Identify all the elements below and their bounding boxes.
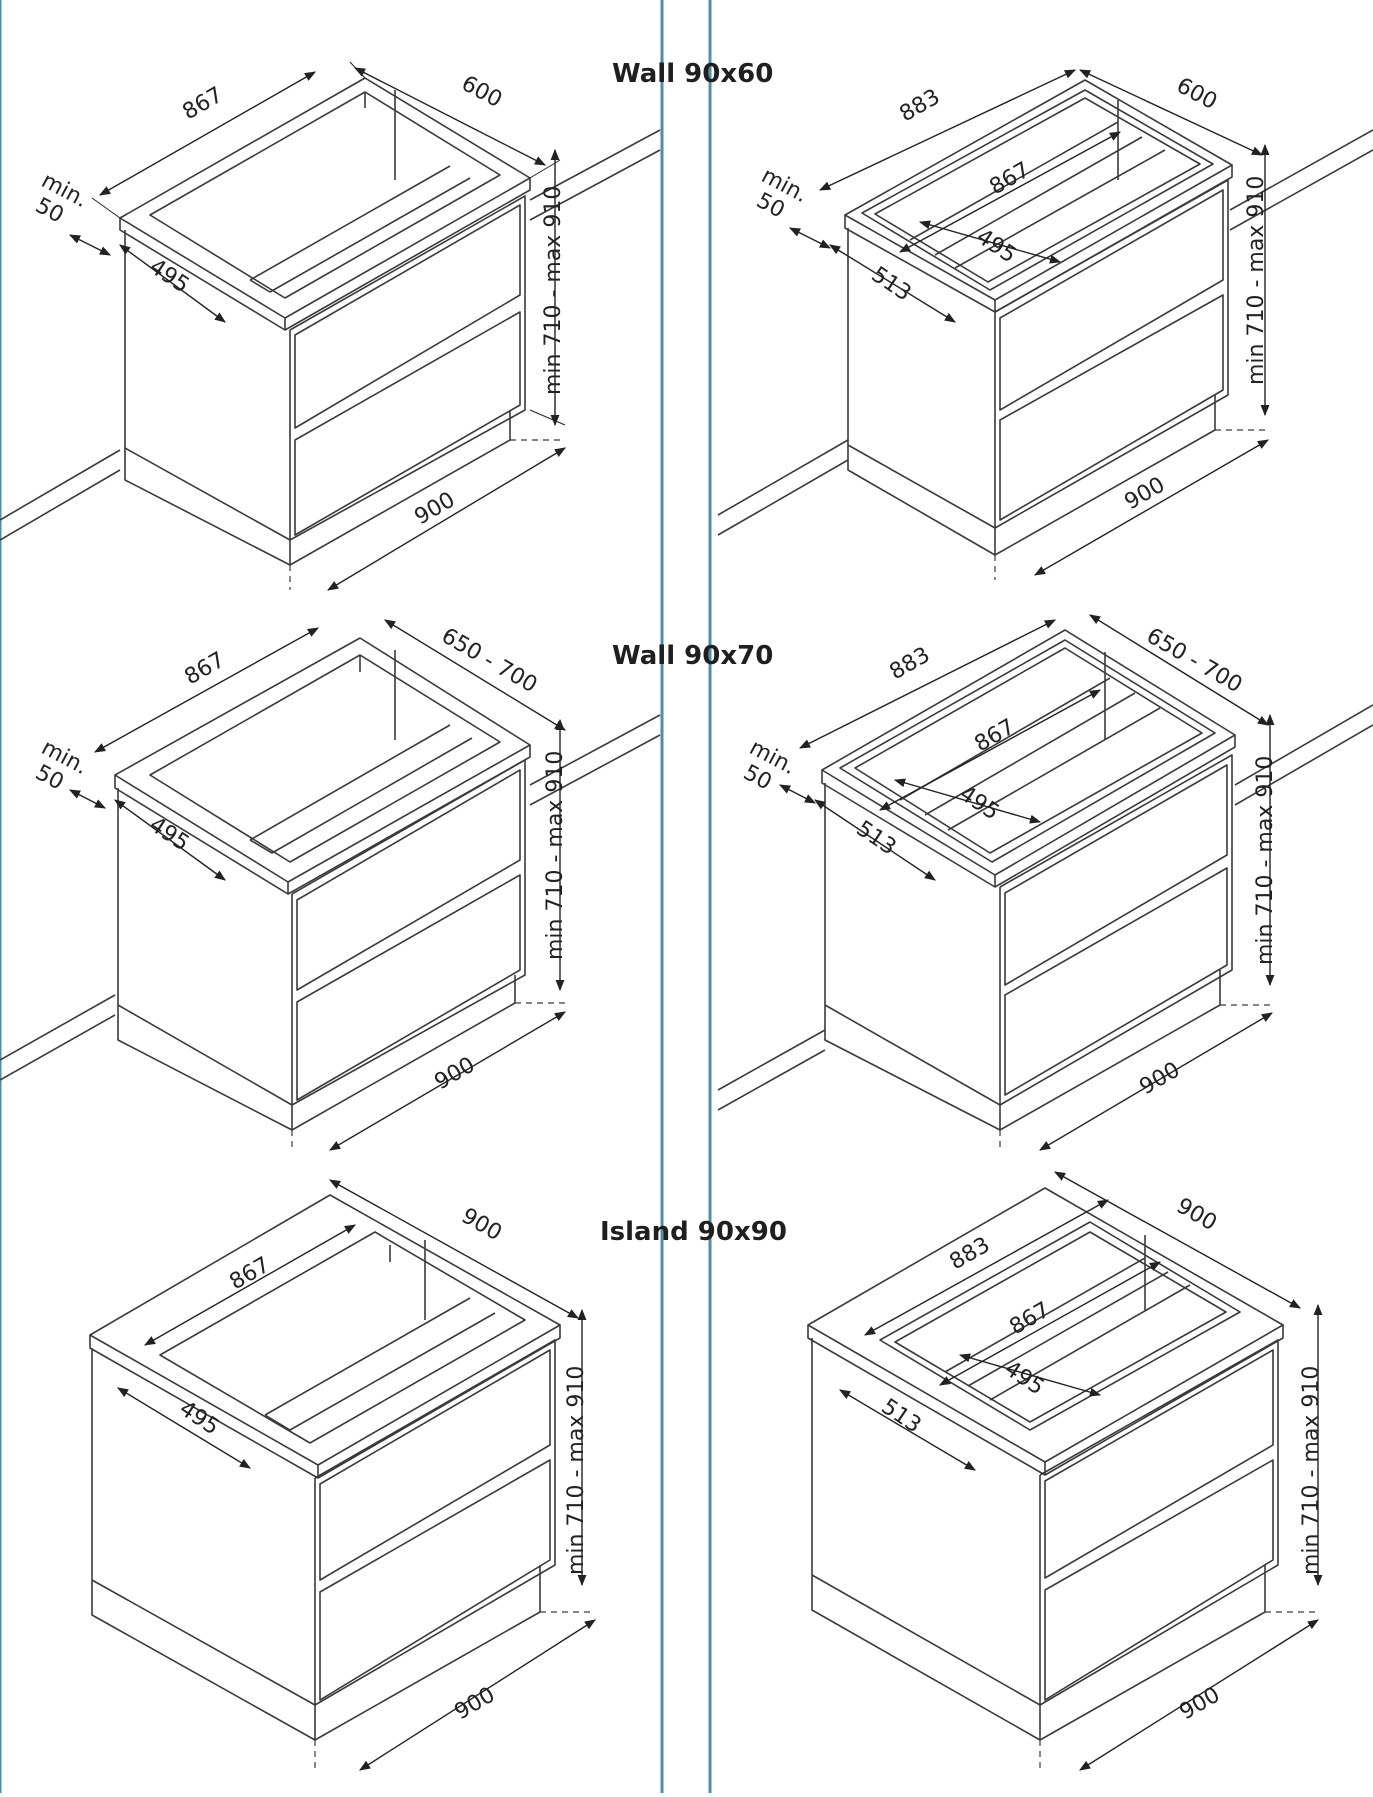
dim-a-depth: 600	[457, 71, 506, 113]
dim-b-width: 883	[896, 85, 945, 128]
dim-d-cut: 495	[955, 781, 1004, 825]
dim-a-height: min 710 - max 910	[541, 186, 566, 395]
dim-b-height: min 710 - max 910	[1244, 176, 1269, 385]
dim-e-width: 867	[226, 1253, 275, 1296]
heading-wall-90x70: Wall 90x70	[612, 641, 773, 671]
dim-b-side: 513	[867, 262, 916, 306]
cabinet-wall-70-left: 867 650 - 700 min. 50 495 min 710 - max …	[0, 619, 661, 1151]
heading-island-90x90: Island 90x90	[600, 1217, 787, 1247]
dim-d-height: min 710 - max 910	[1253, 756, 1278, 965]
dim-f-depth: 900	[1172, 1194, 1221, 1237]
cabinet-island-90-left: 900 867 495 min 710 - max 910 900	[89, 1179, 596, 1771]
dim-d-base: 900	[1136, 1058, 1185, 1101]
dim-f-width: 883	[946, 1233, 995, 1276]
dim-b-cut: 495	[972, 224, 1021, 268]
dim-c-height: min 710 - max 910	[543, 751, 568, 960]
dim-f-base: 900	[1176, 1683, 1225, 1726]
cabinet-wall-60-left: 867 600 min. 50 495 min 710 - max 910 90…	[0, 61, 661, 591]
dim-a-cut: 495	[145, 254, 194, 298]
cabinet-island-90-right: 900 883 867 495 513 min 710 - max 910 90…	[807, 1171, 1324, 1771]
cabinet-wall-70-right: 883 650 - 700 min. 50 867 495 513 min 71…	[717, 614, 1373, 1151]
dim-a-base: 900	[411, 488, 460, 531]
dim-a-width: 867	[179, 83, 228, 126]
dim-d-inner: 867	[971, 715, 1020, 758]
dim-e-cut: 495	[175, 1396, 224, 1440]
dim-c-base: 900	[431, 1053, 480, 1096]
dim-e-height: min 710 - max 910	[564, 1366, 589, 1575]
cabinet-wall-60-right: 883 600 min. 50 867 495 513 min 710 - ma…	[717, 69, 1373, 580]
dim-b-depth: 600	[1172, 73, 1221, 115]
dim-f-height: min 710 - max 910	[1299, 1366, 1324, 1575]
dim-d-width: 883	[886, 643, 935, 686]
dim-c-width: 867	[181, 648, 230, 691]
dim-d-side: 513	[852, 816, 901, 860]
heading-wall-90x60: Wall 90x60	[612, 59, 773, 89]
dim-e-base: 900	[451, 1683, 500, 1726]
dim-e-depth: 900	[457, 1204, 506, 1247]
